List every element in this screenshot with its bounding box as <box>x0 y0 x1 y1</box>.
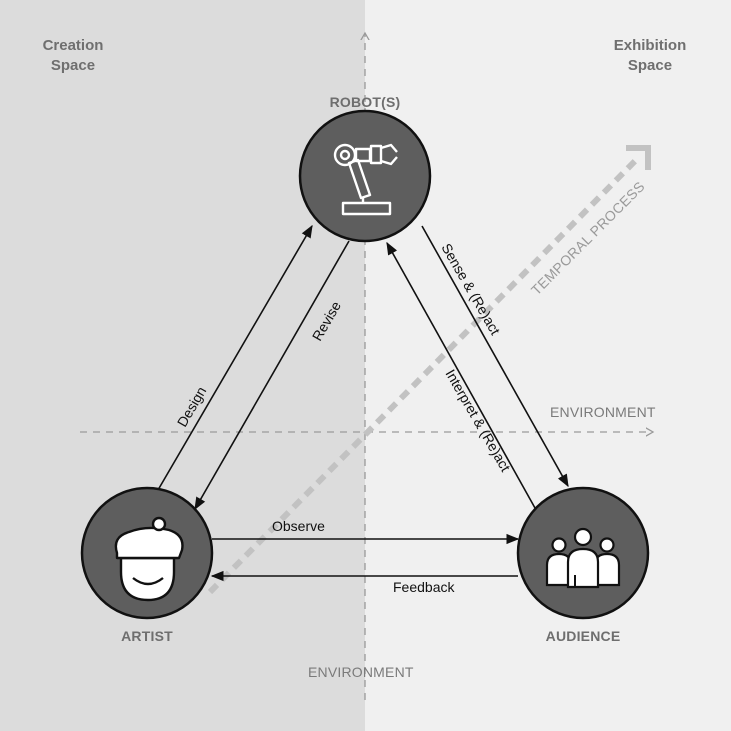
interpret-react-arrow <box>386 241 536 509</box>
robot-arm-icon <box>333 143 398 216</box>
revise-label: Revise <box>309 298 344 343</box>
robot-label: ROBOT(S) <box>329 94 401 110</box>
artist-node <box>80 486 214 620</box>
interpret-react-label: Interpret & (Re)act <box>442 367 513 475</box>
sense-react-arrow <box>421 225 569 488</box>
revise-arrow <box>194 240 350 511</box>
environment-vertical-label: ENVIRONMENT <box>308 664 414 680</box>
artist-label: ARTIST <box>121 628 173 644</box>
sense-react-label: Sense & (Re)act <box>438 241 503 338</box>
design-label: Design <box>174 384 210 430</box>
observe-label: Observe <box>272 518 325 534</box>
creation-space-label: Creation Space <box>42 37 104 74</box>
audience-label: AUDIENCE <box>545 628 621 644</box>
design-arrow <box>157 224 313 491</box>
feedback-label: Feedback <box>393 579 455 595</box>
creation-space-background <box>0 0 365 731</box>
artist-icon <box>114 516 184 602</box>
audience-icon <box>545 527 621 589</box>
robot-node <box>298 109 432 243</box>
temporal-process-label: TEMPORAL PROCESS <box>528 178 648 298</box>
temporal-arrow-head <box>626 145 651 170</box>
environment-horizontal-label: ENVIRONMENT <box>550 404 656 420</box>
audience-node <box>516 486 650 620</box>
exhibition-space-label: Exhibition Space <box>613 37 687 74</box>
